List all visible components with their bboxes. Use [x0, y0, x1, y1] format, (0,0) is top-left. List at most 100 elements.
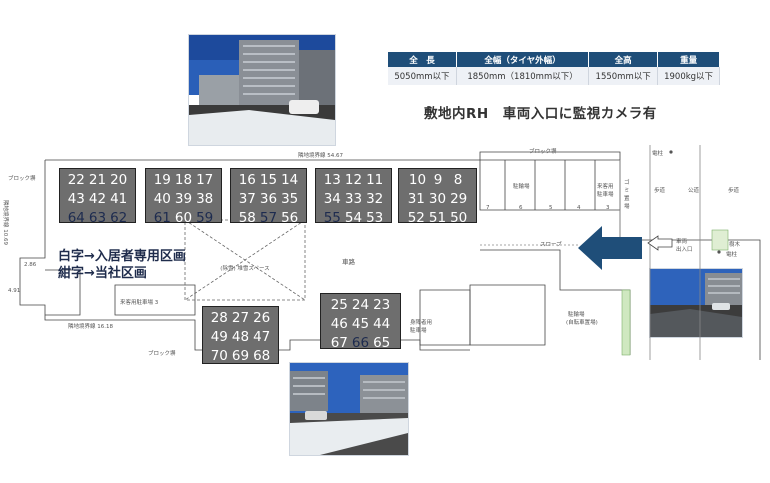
pole-label-1: 電柱 — [652, 151, 664, 157]
public-road-label: 公道 — [688, 188, 700, 194]
bicycle-parking-label: 駐輪場 — [568, 312, 585, 318]
parking-space-number: 66 — [351, 335, 370, 351]
table-row: 5050mm以下 1850mm（1810mm以下） 1550mm以下 1900k… — [388, 67, 720, 85]
entrance-arrow-icon — [578, 226, 642, 270]
parking-space-number: 24 — [351, 297, 370, 313]
parking-space-number: 55 — [323, 210, 341, 226]
parking-space-number: 52 — [407, 210, 425, 226]
photo-parking-lot — [289, 362, 409, 456]
parking-space-number: 13 — [323, 172, 341, 188]
parking-space-number: 14 — [281, 172, 299, 188]
parking-space-number: 42 — [88, 191, 107, 207]
disabled-parking-label: 身障者用 駐車場 — [410, 320, 433, 334]
cell-height: 1550mm以下 — [588, 67, 659, 85]
parking-space-number: 36 — [259, 191, 278, 207]
cell-weight: 1900kg以下 — [657, 67, 720, 85]
pole-label-2: 電柱 — [726, 252, 738, 258]
block-wall-label-3: ブロック塀 — [148, 351, 176, 357]
parking-space-number: 54 — [344, 210, 363, 226]
parking-space-number: 28 — [210, 310, 228, 326]
boundary-bottom-label: 隣地境界線 16.18 — [68, 324, 113, 330]
parking-space-number: 11 — [366, 172, 384, 188]
parking-space-number: 35 — [281, 191, 299, 207]
parking-space-number: 49 — [210, 329, 228, 345]
parking-space-number: 8 — [453, 172, 463, 188]
parking-space-number: 45 — [351, 316, 370, 332]
legend-white: 白字→入居者専用区画 — [58, 249, 186, 264]
parking-space-number: 70 — [210, 348, 228, 364]
snow-space-label: (除雪) 堆雪スペース — [220, 266, 270, 272]
parking-space-number: 39 — [174, 191, 193, 207]
parking-space-number: 53 — [366, 210, 384, 226]
cell-length: 5050mm以下 — [388, 67, 457, 85]
parking-space-number: 22 — [67, 172, 85, 188]
bike-label: 駐輪場 — [513, 184, 530, 190]
parking-space-number: 61 — [153, 210, 171, 226]
parking-space-number: 37 — [238, 191, 256, 207]
block-wall-label-1: ブロック塀 — [8, 176, 36, 182]
legend-navy: 紺字→当社区画 — [58, 266, 147, 281]
parking-space-number: 51 — [428, 210, 447, 226]
parking-space-number: 44 — [373, 316, 391, 332]
boundary-left-label: 隣地境界線 10.69 — [2, 200, 8, 245]
stall-number: 5 — [549, 205, 553, 211]
parking-space-number: 63 — [88, 210, 107, 226]
parking-space-number: 68 — [253, 348, 271, 364]
cell-width: 1850mm（1810mm以下） — [456, 67, 590, 85]
parking-space-number: 43 — [67, 191, 85, 207]
parking-space-number: 31 — [407, 191, 425, 207]
parking-space-number: 17 — [196, 172, 214, 188]
vehicle-entrance-label: 車両 出入口 — [676, 239, 693, 253]
stall-number: 6 — [519, 205, 523, 211]
parking-space-number: 29 — [450, 191, 468, 207]
parking-space-number: 50 — [450, 210, 468, 226]
table-header-row: 全 長 全幅（タイヤ外幅） 全高 重量 — [388, 52, 720, 67]
parking-space-number: 58 — [238, 210, 256, 226]
parking-space-number: 30 — [428, 191, 447, 207]
sidewalk-label-1: 歩道 — [654, 188, 666, 194]
stall-number: 4 — [577, 205, 581, 211]
trash-label: ゴミ置場 — [624, 180, 630, 210]
parking-space-number: 69 — [231, 348, 250, 364]
parking-space-number: 19 — [153, 172, 171, 188]
dimension-label-2: 4.91 — [8, 288, 21, 294]
parking-space-number: 47 — [253, 329, 271, 345]
parking-space-number: 33 — [344, 191, 363, 207]
parking-space-number: 32 — [366, 191, 384, 207]
parking-space-number: 60 — [174, 210, 193, 226]
parking-space-number: 40 — [153, 191, 171, 207]
sidewalk-label-2: 歩道 — [728, 188, 740, 194]
photo-vehicle-entrance — [649, 268, 743, 338]
parking-space-number: 15 — [259, 172, 278, 188]
parking-space-number: 62 — [110, 210, 128, 226]
parking-space-number: 59 — [196, 210, 214, 226]
header-length: 全 長 — [388, 52, 457, 67]
parking-space-number: 34 — [323, 191, 341, 207]
stall-number: 7 — [486, 205, 490, 211]
header-height: 全高 — [588, 52, 659, 67]
block-wall-label-2: ブロック塀 — [529, 149, 557, 155]
road-label: 車路 — [342, 258, 355, 266]
parking-space-number: 25 — [330, 297, 348, 313]
parking-space-number: 18 — [174, 172, 193, 188]
tree-label: 樹木 — [729, 242, 741, 248]
